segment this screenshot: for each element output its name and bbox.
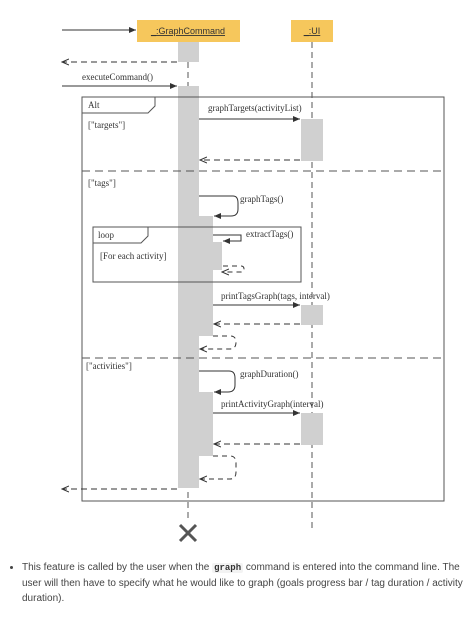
activation-bar — [178, 42, 199, 62]
description-text-end: command is entered into the command line… — [22, 562, 463, 604]
activation-bar — [191, 392, 213, 456]
loop-fragment — [92, 226, 302, 283]
extract-tags-self-call — [213, 234, 242, 244]
guard-tags: ["tags"] — [88, 178, 116, 188]
graph-tags-self-call — [199, 195, 239, 219]
graph-duration-self-call — [199, 370, 236, 395]
activation-bar — [191, 216, 213, 336]
graphcommand-label: _:GraphCommand — [150, 26, 225, 36]
print-activity-graph-label: printActivityGraph(interval) — [221, 399, 323, 409]
ui-lifeline-head: _:UI — [291, 20, 333, 42]
guard-targets: ["targets"] — [88, 120, 125, 130]
alt-tab — [82, 96, 156, 114]
loop-label: loop — [98, 230, 115, 240]
alt-label: Alt — [88, 100, 100, 110]
ui-label: _:UI — [303, 26, 321, 36]
graph-command-code: graph — [212, 563, 244, 573]
graph-duration-label: graphDuration() — [240, 369, 298, 379]
activation-bar — [301, 119, 323, 161]
activation-bar — [301, 305, 323, 325]
extract-tags-return — [222, 265, 245, 272]
extract-tags-label: extractTags() — [246, 229, 293, 239]
loop-tab — [93, 226, 149, 244]
activation-bar — [200, 242, 222, 270]
description-item: This feature is called by the user when … — [22, 560, 466, 606]
alt-fragment — [81, 96, 445, 502]
loop-guard: [For each activity] — [100, 251, 166, 261]
description-text-start: This feature is called by the user when … — [22, 562, 213, 573]
graph-duration-return — [200, 455, 237, 479]
destroy-icon — [178, 523, 198, 543]
activation-bar — [301, 413, 323, 445]
execute-command-label: executeCommand() — [82, 72, 153, 82]
graphcommand-lifeline-head: _:GraphCommand — [137, 20, 240, 42]
graph-tags-return — [200, 335, 237, 349]
activation-bar — [178, 86, 199, 488]
graph-tags-label: graphTags() — [240, 194, 283, 204]
guard-activities: ["activities"] — [86, 361, 132, 371]
graph-targets-label: graphTargets(activityList) — [208, 103, 302, 113]
print-tags-graph-label: printTagsGraph(tags, interval) — [221, 291, 330, 301]
description-notes: This feature is called by the user when … — [8, 560, 466, 606]
